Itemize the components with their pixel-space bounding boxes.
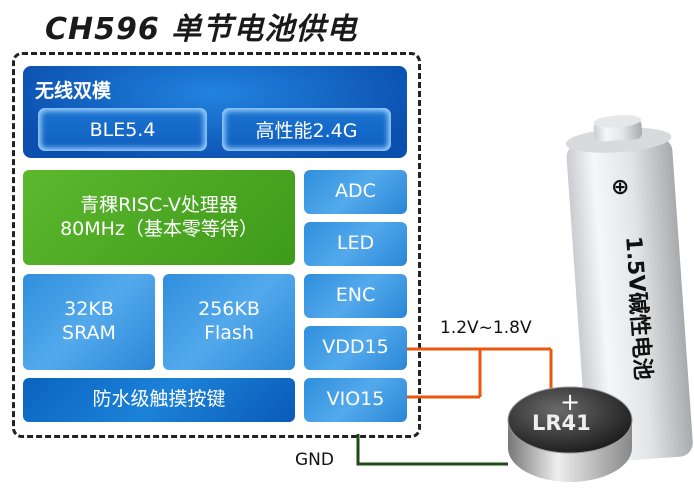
enc-block: ENC <box>304 274 407 318</box>
aa-plus-icon: ⊕ <box>611 175 630 200</box>
flash-size: 256KB <box>198 298 260 321</box>
cpu-line2: 80MHz（基本零等待） <box>60 217 258 240</box>
touch-key-block: 防水级触摸按键 <box>23 378 295 422</box>
cpu-line1: 青稞RISC-V处理器 <box>80 193 238 216</box>
sram-size: 32KB <box>64 298 114 321</box>
sram-label: SRAM <box>62 322 116 344</box>
ble-badge: BLE5.4 <box>38 108 207 151</box>
led-block: LED <box>304 222 407 266</box>
vdd15-pin: VDD15 <box>304 326 407 370</box>
voltage-range-label: 1.2V~1.8V <box>440 318 532 338</box>
vio15-pin: VIO15 <box>304 378 407 422</box>
adc-block: ADC <box>304 170 407 214</box>
wireless-label: 无线双模 <box>35 80 112 102</box>
coin-cell <box>507 386 633 482</box>
chip-boundary <box>12 52 421 438</box>
flash-label: Flash <box>204 322 254 344</box>
gnd-label: GND <box>295 450 334 470</box>
aa-battery <box>565 115 693 463</box>
wireless-block: 无线双模 BLE5.4 高性能2.4G <box>23 66 407 158</box>
coin-plus-icon: + <box>560 388 581 416</box>
page-title: CH596 单节电池供电 <box>45 12 358 47</box>
rf24-badge: 高性能2.4G <box>222 108 391 151</box>
coin-cell-label: LR41 <box>532 411 591 435</box>
